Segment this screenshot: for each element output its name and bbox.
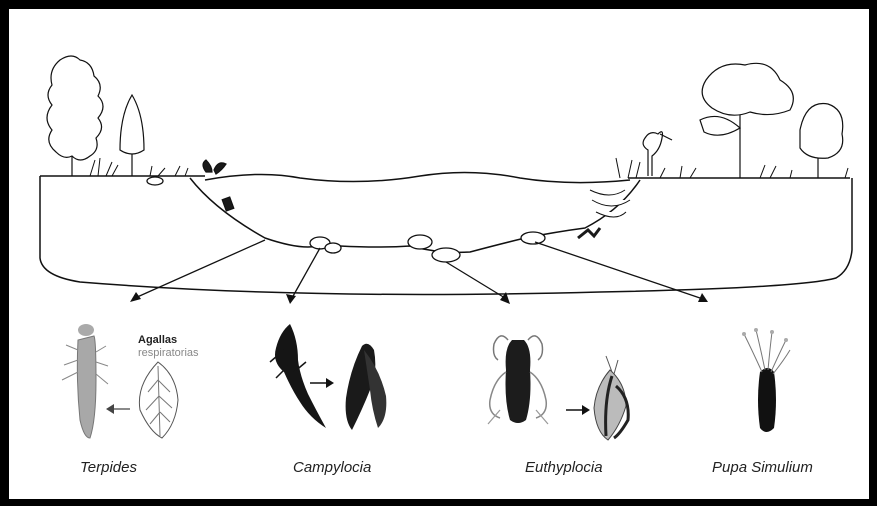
water-surface	[205, 172, 630, 182]
plant-icon	[203, 160, 226, 174]
grass-icon	[90, 158, 188, 176]
organism-label-pupa-simulium: Pupa Simulium	[712, 459, 813, 476]
river-basin	[40, 172, 852, 294]
arrowhead-icon	[326, 378, 334, 388]
arrow-campylocia	[292, 248, 320, 298]
tree-icon	[120, 95, 144, 176]
stones	[147, 177, 545, 262]
terpides-larva-icon	[62, 324, 108, 438]
gills-title: Agallas	[138, 334, 177, 346]
euthyplocia-gill-icon	[594, 356, 628, 440]
stone-icon	[325, 243, 341, 253]
stone-icon	[521, 232, 545, 244]
arrow-simulium	[535, 242, 700, 298]
plant-icon	[578, 228, 600, 238]
arrowhead-icon	[582, 405, 590, 415]
gills-subtitle: respiratorias	[138, 347, 199, 359]
right-vegetation	[578, 63, 848, 238]
stone-icon	[408, 235, 432, 249]
arrowhead-icon	[286, 294, 296, 304]
organism-label-campylocia: Campylocia	[293, 459, 371, 476]
pupa-icon	[742, 328, 790, 432]
left-vegetation	[47, 56, 234, 211]
arrowhead-icon	[106, 404, 114, 414]
arrow-euthyplocia	[446, 262, 505, 298]
tree-icon	[700, 63, 793, 178]
tree-icon	[47, 56, 103, 176]
larva-icon	[222, 197, 234, 211]
tree-icon	[800, 104, 843, 178]
bird-icon	[643, 132, 672, 176]
campylocia-gill-icon	[346, 344, 387, 430]
basin-outer	[40, 176, 852, 294]
euthyplocia-larva-icon	[488, 336, 548, 424]
campylocia-larva-icon	[270, 324, 326, 428]
organism-label-euthyplocia: Euthyplocia	[525, 459, 603, 476]
stone-icon	[432, 248, 460, 262]
grass-icon	[590, 158, 848, 217]
gill-icon	[139, 362, 178, 438]
arrowhead-icon	[130, 292, 141, 302]
organism-label-terpides: Terpides	[80, 459, 137, 476]
stone-icon	[147, 177, 163, 185]
